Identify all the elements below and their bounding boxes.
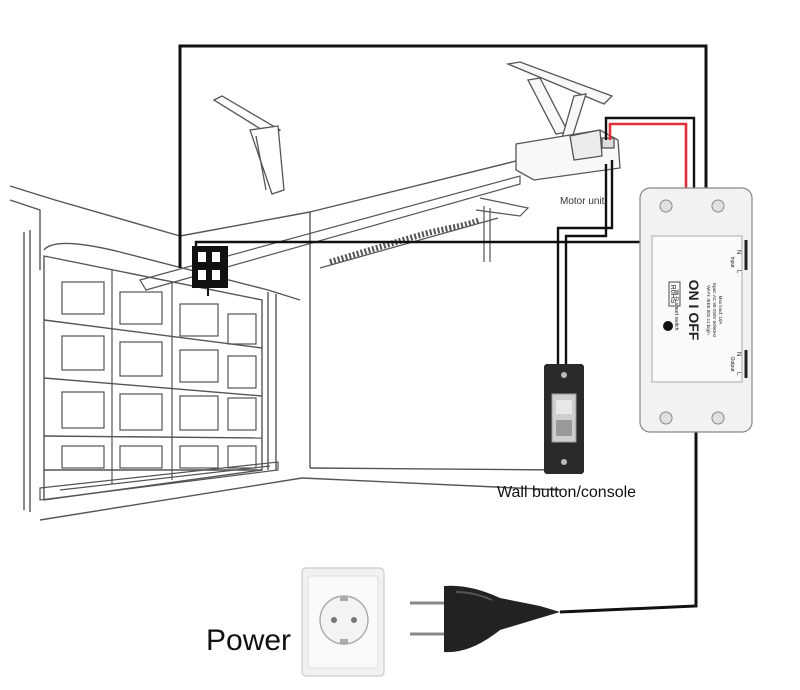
rohs-mark: RoHS [669,285,676,304]
wire-wall-1 [556,160,614,368]
wire-black-loop [178,44,708,268]
switch-on-off: ON I OFF [686,280,702,341]
ceiling-bracket [212,95,285,195]
switch-spec-2: Input: AC 90-250V 50/60Hz [712,283,717,339]
switch-input-label: Input [729,256,735,268]
wire-wall-2 [564,164,608,368]
wire-red [608,122,688,190]
motor-unit [505,61,621,181]
door-panels [61,270,257,484]
wire-contact-bottom [194,240,686,272]
switch-brand: Wi-Fi smart switch [673,290,679,331]
switch-spec-1: Wi-Fi: IEEE 802.11 b/g/n [706,285,711,335]
power-plug [410,585,560,653]
wall-button-label: Wall button/console [497,484,637,501]
switch-terminal-n-in: N [735,250,741,254]
wall-button [544,364,584,474]
smart-switch: ON I OFF Wi-Fi smart switch Wi-Fi: IEEE … [639,187,753,433]
wire-black-motor [604,116,696,190]
motor-unit-label: Motor unit [560,196,605,207]
power-label: Power [206,624,292,657]
wall-socket [301,567,385,677]
switch-terminal-n-out: N [735,352,741,356]
garage-structure [9,159,561,521]
wire-power [559,428,698,614]
switch-spec-3: Max load: 10A [718,296,723,325]
switch-terminal-l-in: L [735,270,741,274]
switch-output-label: Output [729,356,735,372]
switch-terminal-l-out: L [735,372,741,376]
contact-block [192,246,228,288]
door-track [39,175,530,501]
